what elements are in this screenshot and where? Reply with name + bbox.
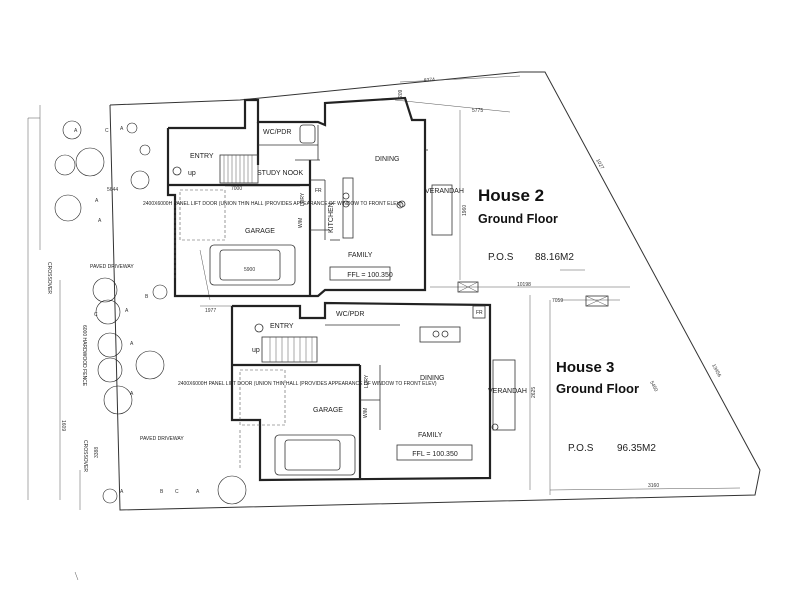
house-3-door-note: 2400X6000H PANEL LIFT DOOR (UNION THIN H… bbox=[178, 381, 437, 387]
site-boundary bbox=[27, 71, 761, 581]
dim-17: 5450 bbox=[648, 380, 659, 393]
house-2-pos-label: P.O.S bbox=[488, 252, 514, 263]
dim-15: 13456 bbox=[710, 363, 722, 378]
house-2-ffl: FFL = 100.350 bbox=[347, 272, 393, 279]
house-2-verandah: VERANDAH bbox=[425, 188, 464, 195]
house-2-subtitle: Ground Floor bbox=[478, 212, 558, 226]
dimension-lines bbox=[200, 75, 741, 495]
house-3-ldry: LDRY bbox=[364, 374, 370, 388]
tree-label-c1: C bbox=[105, 128, 109, 134]
tree-label-a4: A bbox=[98, 218, 102, 224]
house-3-wc: WC/PDR bbox=[336, 311, 364, 318]
house-3-family: FAMILY bbox=[418, 432, 443, 439]
house-2-garage: GARAGE bbox=[245, 228, 275, 235]
dim-5: 5644 bbox=[107, 187, 118, 193]
dim-10: 1960 bbox=[462, 205, 468, 216]
house-3-entry: ENTRY bbox=[270, 323, 294, 330]
house-2-ldry: LDRY bbox=[300, 192, 306, 206]
tree-label-c3: C bbox=[175, 489, 179, 495]
tree-label-a6: A bbox=[130, 341, 134, 347]
dim-6: 10198 bbox=[517, 282, 531, 288]
crossover-label-2: CROSSOVER bbox=[82, 440, 88, 472]
dim-2: 209 bbox=[398, 89, 404, 98]
house-3-subtitle: Ground Floor bbox=[556, 381, 639, 396]
tree-label-a5: A bbox=[125, 308, 129, 314]
fence-label: 6000 HARDWOOD FENCE bbox=[81, 325, 87, 387]
house-3-plan bbox=[230, 295, 609, 482]
house-2-wc: WC/PDR bbox=[263, 129, 291, 136]
tree-label-a3: A bbox=[95, 198, 99, 204]
house-3-fr: FR bbox=[476, 310, 483, 316]
tree-label-a9: A bbox=[196, 489, 200, 495]
dim-1: 8374 bbox=[424, 77, 436, 84]
dim-11: 2625 bbox=[531, 387, 537, 398]
house-2-up: up bbox=[188, 170, 196, 177]
dim-13: 1609 bbox=[60, 420, 66, 431]
house-2-fr: FR bbox=[315, 188, 322, 194]
house-2-dining: DINING bbox=[375, 156, 400, 163]
house-3-up: up bbox=[252, 347, 260, 354]
house-3-verandah: VERANDAH bbox=[488, 388, 527, 395]
dim-16: 5900 bbox=[244, 267, 255, 273]
tree-labels: A C A A A B A C A A A B C A bbox=[74, 126, 200, 495]
house-2-entry: ENTRY bbox=[190, 153, 214, 160]
dim-9: 3160 bbox=[648, 483, 659, 489]
dim-4: 7000 bbox=[231, 186, 242, 192]
house-2-door-note: 2400X6000H PANEL LIFT DOOR (UNION THIN H… bbox=[143, 201, 402, 207]
tree-label-a7: A bbox=[130, 391, 134, 397]
tree-label-b1: B bbox=[145, 294, 149, 300]
house-3-pos-label: P.O.S bbox=[568, 443, 594, 454]
house-2-wm: W/M bbox=[298, 218, 304, 228]
tree-label-b2: B bbox=[160, 489, 164, 495]
dim-12: 3388 bbox=[94, 447, 100, 458]
house-3-dining: DINING bbox=[420, 375, 445, 382]
dim-14: 1027 bbox=[594, 158, 605, 171]
house-3-title: House 3 bbox=[556, 359, 614, 376]
house-3-ffl: FFL = 100.350 bbox=[412, 451, 458, 458]
house-2-plan bbox=[166, 96, 479, 298]
dim-3: 5775 bbox=[472, 108, 483, 114]
house-2-pos-value: 88.16M2 bbox=[535, 252, 574, 263]
tree-label-a1: A bbox=[74, 128, 78, 134]
house-2-title: House 2 bbox=[478, 186, 544, 205]
house-2-study: STUDY NOOK bbox=[257, 170, 303, 177]
house-3-garage: GARAGE bbox=[313, 407, 343, 414]
dim-8: 1977 bbox=[205, 308, 216, 314]
tree-label-c2: C bbox=[94, 312, 98, 318]
tree-label-a2: A bbox=[120, 126, 124, 132]
dim-7: 7059 bbox=[552, 298, 563, 304]
landscaping bbox=[54, 120, 247, 505]
tree-label-a8: A bbox=[120, 489, 124, 495]
crossover-label-1: CROSSOVER bbox=[46, 262, 52, 294]
driveway-label-2: PAVED DRIVEWAY bbox=[140, 436, 184, 442]
house-2-kitchen: KITCHEN bbox=[328, 202, 335, 233]
driveway-label-1: PAVED DRIVEWAY bbox=[90, 264, 134, 270]
house-2-family: FAMILY bbox=[348, 252, 373, 259]
house-3-wm: W/M bbox=[363, 408, 369, 418]
house-3-pos-value: 96.35M2 bbox=[617, 443, 656, 454]
